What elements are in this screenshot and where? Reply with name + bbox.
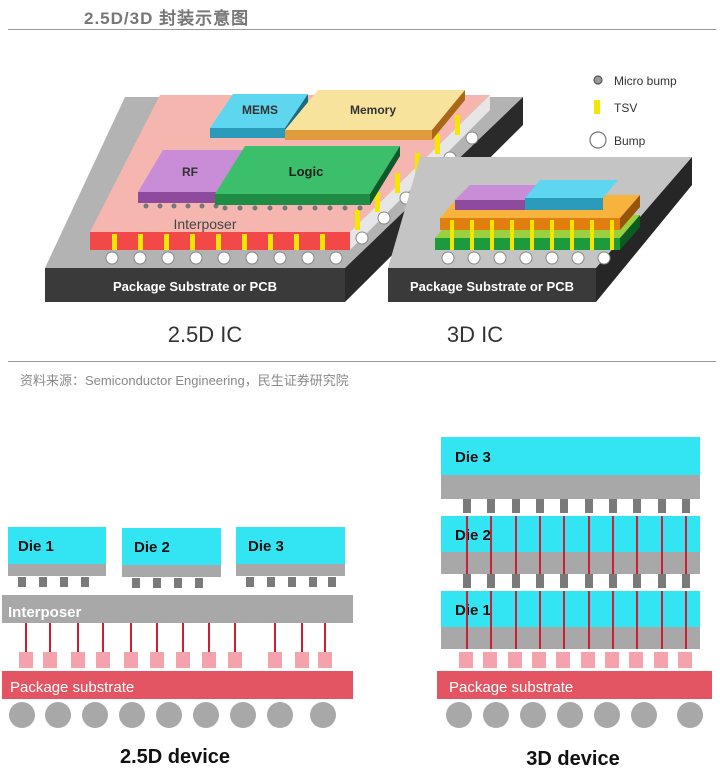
microbumps-25d <box>18 577 336 588</box>
memory-label: Memory <box>350 103 396 117</box>
bump-row-25d <box>105 131 479 265</box>
source-note: 资料来源：Semiconductor Engineering，民生证券研究院 <box>20 373 349 388</box>
rf-label: RF <box>182 165 198 179</box>
package-substrate-25d <box>2 671 353 699</box>
substrate-label-3d-bottom: Package substrate <box>449 679 573 696</box>
substrate-front-face <box>45 268 345 302</box>
caption-25d-ic: 2.5D IC <box>168 322 243 347</box>
die-2-label-3d: Die 2 <box>455 527 491 544</box>
die-2-3d <box>441 516 700 552</box>
tsv-row-side <box>355 115 460 230</box>
tsv-3d-stack <box>450 220 614 250</box>
legend-micro-bump: Micro bump <box>614 74 677 88</box>
stack-cyan-chip <box>525 180 618 198</box>
title-divider <box>8 29 716 30</box>
logic-chip-top <box>215 146 400 194</box>
legend-bump: Bump <box>614 134 646 148</box>
package-substrate-3d <box>437 671 712 699</box>
legend-tsv: TSV <box>614 101 637 115</box>
bottom-illustration: Die 1 Die 2 Die 3 Interposer Package sub… <box>2 437 712 770</box>
source-divider <box>8 361 716 362</box>
die-2-25d <box>122 528 221 565</box>
pads-3d <box>459 652 692 668</box>
substrate-label-25d-bottom: Package substrate <box>10 679 134 696</box>
die-3-label-3d: Die 3 <box>455 449 491 466</box>
caption-25d-device: 2.5D device <box>120 746 230 768</box>
microbumps-3d-middle <box>463 574 690 588</box>
die-2-label-25d: Die 2 <box>134 539 170 556</box>
top-illustration: Micro bump TSV Bump Package Substrate or… <box>45 74 692 347</box>
pads-25d <box>19 652 332 668</box>
die-1-3d <box>441 591 700 627</box>
page-title: 2.5D/3D 封装示意图 <box>84 9 250 28</box>
tsv-lines-3d <box>466 516 687 649</box>
memory-chip-side <box>432 90 465 140</box>
bump-legend-icon <box>589 131 607 149</box>
logic-label: Logic <box>289 164 324 179</box>
substrate-label-3d: Package Substrate or PCB <box>410 279 574 294</box>
mems-label: MEMS <box>242 103 278 117</box>
die-3-25d <box>236 527 345 564</box>
solder-balls-25d <box>9 702 336 728</box>
die-3-label-25d: Die 3 <box>248 538 284 555</box>
interposer-label-25d-bottom: Interposer <box>8 604 82 621</box>
mems-chip-front <box>210 128 285 138</box>
micro-bump-legend-icon <box>593 75 603 85</box>
logic-microbumps <box>222 205 363 211</box>
rf-chip-top <box>138 150 248 192</box>
tsv-lines-25d <box>25 623 326 652</box>
caption-3d-ic: 3D IC <box>447 322 503 347</box>
substrate-label-25d: Package Substrate or PCB <box>113 279 277 294</box>
substrate-3d-front <box>388 268 596 302</box>
die-3-3d <box>441 437 700 475</box>
microbumps-3d-upper <box>463 499 690 513</box>
memory-chip-top <box>285 90 465 130</box>
bump-row-3d <box>441 251 611 265</box>
caption-3d-device: 3D device <box>526 748 619 770</box>
solder-balls-3d <box>446 702 703 728</box>
memory-chip-front <box>285 130 432 140</box>
tsv-row-front <box>112 234 325 250</box>
logic-chip-front <box>215 194 370 205</box>
interposer-25d <box>2 595 353 623</box>
die-1-label-25d: Die 1 <box>18 538 54 555</box>
die-1-label-3d: Die 1 <box>455 602 491 619</box>
logic-chip-side <box>370 146 400 205</box>
stack-purple-chip <box>455 185 545 200</box>
tsv-legend-icon <box>594 100 600 114</box>
rf-chip-front <box>138 192 224 203</box>
substrate-3d-side <box>596 157 692 302</box>
mems-chip-top <box>210 94 308 128</box>
interposer-label-25d: Interposer <box>173 216 236 232</box>
die-1-25d <box>8 527 106 564</box>
